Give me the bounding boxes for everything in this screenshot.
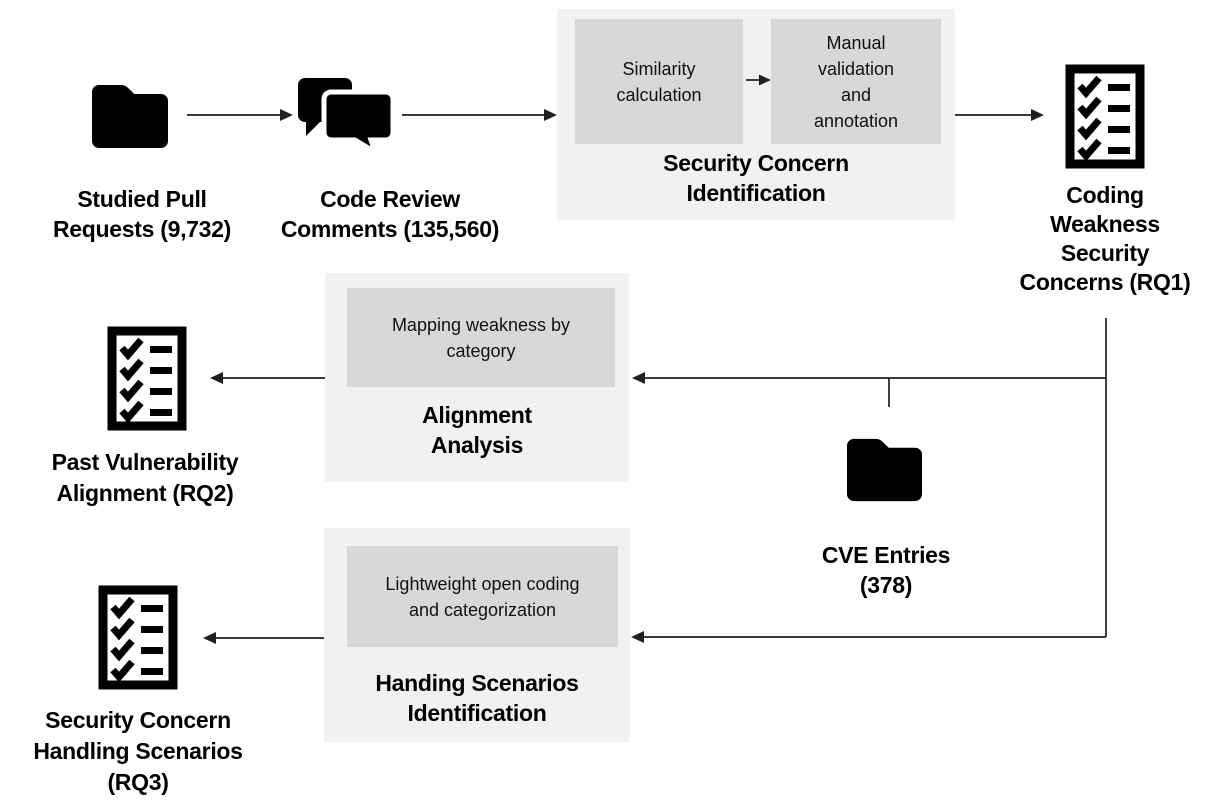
cve-entries-label: CVE Entries (378) [821,542,951,598]
studied-pull-requests-label: Studied Pull Requests (9,732) [53,186,231,242]
security-concern-handling-rq3-label: Security Concern Handling Scenarios (RQ3… [33,707,243,795]
lightweight-open-coding-step: Lightweight open coding and categorizati… [347,546,618,647]
arrow-handing-to-rq3 [203,632,324,644]
checklist-icon [1065,64,1145,169]
alignment-analysis-title: Alignment Analysis [422,402,532,458]
checklist-icon [98,585,178,690]
past-vulnerability-rq2-label: Past Vulnerability Alignment (RQ2) [51,449,239,506]
similarity-calculation-step: Similarity calculation [575,19,743,144]
handing-scenarios-identification-box: Lightweight open coding and categorizati… [324,528,630,742]
arrow-comments-to-identification [402,109,557,121]
security-concern-identification-box: Similarity calculation Manual validation… [557,9,955,220]
folder-icon [92,85,168,148]
arrow-identification-to-rq1 [955,109,1044,121]
arrow-trunk-to-handing [631,631,1106,643]
folder-icon [847,438,922,502]
alignment-analysis-box: Mapping weakness by category Alignment A… [325,273,629,482]
security-concern-identification-title: Security Concern Identification [663,150,849,206]
mapping-weakness-step: Mapping weakness by category [347,288,615,387]
comments-icon [298,78,393,152]
manual-validation-step: Manual validation and annotation [771,19,941,144]
arrow-trunk-to-alignment [632,372,1106,384]
coding-weakness-rq1-label: Coding Weakness Security Concerns (RQ1) [1019,182,1191,295]
handing-scenarios-identification-title: Handing Scenarios Identification [375,670,579,726]
checklist-icon [107,326,187,431]
arrow-alignment-to-rq2 [210,372,325,384]
code-review-comments-label: Code Review Comments (135,560) [280,186,500,242]
arrow-pullrequests-to-comments [187,109,293,121]
